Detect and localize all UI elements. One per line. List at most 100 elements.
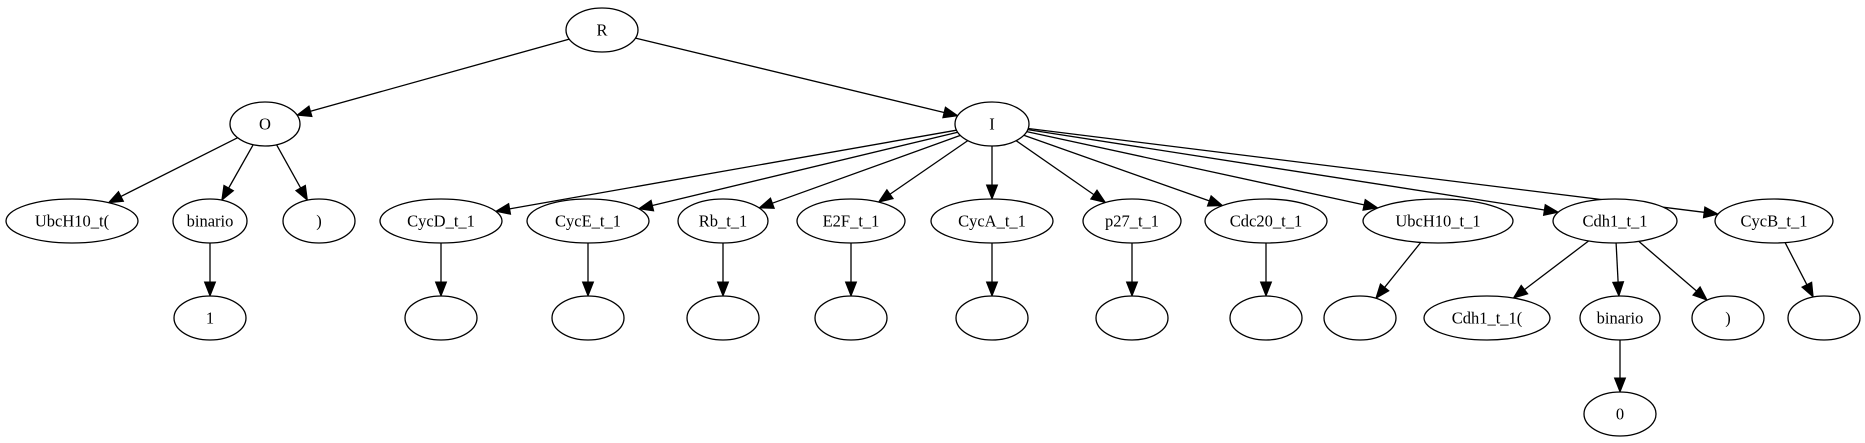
edge-i-to-cyce bbox=[652, 131, 958, 207]
node-ellipse bbox=[1423, 295, 1551, 341]
arrowhead-i-to-p27 bbox=[1089, 189, 1107, 204]
arrowhead-cycb-to-cycb-c bbox=[1801, 281, 1814, 299]
node-label: Rb_t_1 bbox=[699, 212, 748, 231]
node-label: CycE_t_1 bbox=[555, 212, 621, 231]
node-ellipse bbox=[1082, 198, 1182, 244]
node-ellipse bbox=[565, 7, 639, 53]
arrowhead-i-to-cdh1 bbox=[1542, 203, 1560, 217]
tree-node-cyce: CycE_t_1 bbox=[526, 198, 650, 244]
tree-node-ubch10-c bbox=[1323, 295, 1397, 341]
arrowhead-r-to-o bbox=[295, 105, 313, 118]
node-ellipse bbox=[1691, 295, 1765, 341]
tree-node-cyce-c bbox=[551, 295, 625, 341]
tree-node-p27-c bbox=[1095, 295, 1169, 341]
node-ellipse bbox=[173, 295, 247, 341]
node-ellipse bbox=[1552, 198, 1678, 244]
node-label: CycD_t_1 bbox=[407, 212, 475, 231]
edge-i-to-rb bbox=[772, 134, 961, 204]
tree-node-cdc20-c bbox=[1229, 295, 1303, 341]
arrowhead-o-to-o3 bbox=[294, 184, 309, 202]
arrowhead-cycd-to-cycd-c bbox=[434, 281, 448, 298]
edge-o-to-o3 bbox=[276, 144, 302, 189]
node-label: Cdc20_t_1 bbox=[1230, 212, 1302, 231]
tree-node-cdh1-b0: 0 bbox=[1583, 391, 1657, 437]
node-ellipse bbox=[1229, 295, 1303, 341]
node-ellipse bbox=[814, 295, 888, 341]
edge-i-to-ubch10 bbox=[1026, 130, 1365, 206]
arrowhead-cdc20-to-cdc20-c bbox=[1259, 281, 1273, 298]
arrowhead-i-to-rb bbox=[757, 197, 776, 209]
node-ellipse bbox=[1204, 198, 1328, 244]
arrowhead-i-to-e2f bbox=[877, 188, 895, 203]
edge-o-to-o1 bbox=[120, 137, 238, 197]
arrowhead-r-to-i bbox=[942, 106, 960, 119]
node-ellipse bbox=[5, 198, 139, 244]
tree-node-cdh1-b: binario bbox=[1579, 295, 1661, 341]
tree-node-cycb: CycB_t_1 bbox=[1714, 198, 1834, 244]
node-ellipse bbox=[526, 198, 650, 244]
arrowhead-cdh1-to-cdh1-p bbox=[1692, 285, 1709, 301]
node-label: p27_t_1 bbox=[1105, 212, 1159, 231]
arrowhead-cdh1-to-cdh1-a bbox=[1512, 284, 1529, 299]
tree-node-cdh1-a: Cdh1_t_1( bbox=[1423, 295, 1551, 341]
edge-i-to-cdc20 bbox=[1023, 134, 1210, 202]
tree-node-o1: UbcH10_t( bbox=[5, 198, 139, 244]
tree-node-cycd: CycD_t_1 bbox=[379, 198, 503, 244]
edge-cdh1-to-cdh1-p bbox=[1638, 240, 1697, 292]
node-ellipse bbox=[1583, 391, 1657, 437]
tree-node-cyca-c bbox=[955, 295, 1029, 341]
node-ellipse bbox=[796, 198, 906, 244]
node-ellipse bbox=[404, 295, 478, 341]
node-ellipse bbox=[229, 101, 301, 147]
edge-r-to-o bbox=[310, 38, 570, 112]
node-label: binario bbox=[1597, 309, 1644, 328]
tree-node-e2f: E2F_t_1 bbox=[796, 198, 906, 244]
tree-node-e2f-c bbox=[814, 295, 888, 341]
node-ellipse bbox=[1095, 295, 1169, 341]
arrowhead-cdh1-to-cdh1-b bbox=[1611, 281, 1625, 298]
node-label: CycA_t_1 bbox=[958, 212, 1026, 231]
arrowhead-ubch10-to-ubch10-c bbox=[1375, 283, 1390, 300]
node-label: R bbox=[596, 21, 607, 40]
tree-node-o: O bbox=[229, 101, 301, 147]
node-ellipse bbox=[551, 295, 625, 341]
arrowhead-i-to-cdc20 bbox=[1206, 194, 1224, 207]
arrowhead-i-to-ubch10 bbox=[1362, 198, 1380, 211]
tree-node-cyca: CycA_t_1 bbox=[930, 198, 1054, 244]
node-ellipse bbox=[677, 198, 769, 244]
node-label: CycB_t_1 bbox=[1741, 212, 1808, 231]
arrowhead-o-to-o2 bbox=[221, 184, 235, 202]
tree-node-p27: p27_t_1 bbox=[1082, 198, 1182, 244]
edge-i-to-cycb bbox=[1028, 127, 1705, 213]
arrowhead-o-to-o1 bbox=[107, 190, 125, 204]
edge-i-to-cdh1 bbox=[1027, 128, 1545, 211]
arrowhead-cyca-to-cyca-c bbox=[985, 281, 999, 298]
node-label: 1 bbox=[206, 309, 214, 328]
tree-node-rb-c bbox=[686, 295, 760, 341]
tree-node-o2: binario bbox=[172, 198, 248, 244]
node-label: I bbox=[989, 115, 995, 134]
arrowhead-e2f-to-e2f-c bbox=[844, 281, 858, 298]
tree-node-o3: ) bbox=[282, 198, 356, 244]
edge-cdh1-to-cdh1-a bbox=[1524, 240, 1590, 291]
edge-i-to-p27 bbox=[1015, 140, 1095, 196]
tree-node-rb: Rb_t_1 bbox=[677, 198, 769, 244]
node-label: Cdh1_t_1 bbox=[1582, 212, 1647, 231]
node-ellipse bbox=[379, 198, 503, 244]
tree-node-cdc20: Cdc20_t_1 bbox=[1204, 198, 1328, 244]
node-ellipse bbox=[955, 295, 1029, 341]
arrowhead-cyce-to-cyce-c bbox=[581, 281, 595, 298]
arrowhead-cdh1-b-to-cdh1-b0 bbox=[1613, 377, 1627, 394]
node-ellipse bbox=[1787, 295, 1861, 341]
tree-node-cdh1: Cdh1_t_1 bbox=[1552, 198, 1678, 244]
node-ellipse bbox=[172, 198, 248, 244]
tree-node-i: I bbox=[954, 101, 1030, 147]
tree-node-cycd-c bbox=[404, 295, 478, 341]
edge-i-to-e2f bbox=[889, 140, 969, 195]
edge-o-to-o2 bbox=[228, 144, 254, 189]
arrowhead-rb-to-rb-c bbox=[716, 281, 730, 298]
node-ellipse bbox=[1714, 198, 1834, 244]
node-label: UbcH10_t_1 bbox=[1395, 212, 1480, 231]
